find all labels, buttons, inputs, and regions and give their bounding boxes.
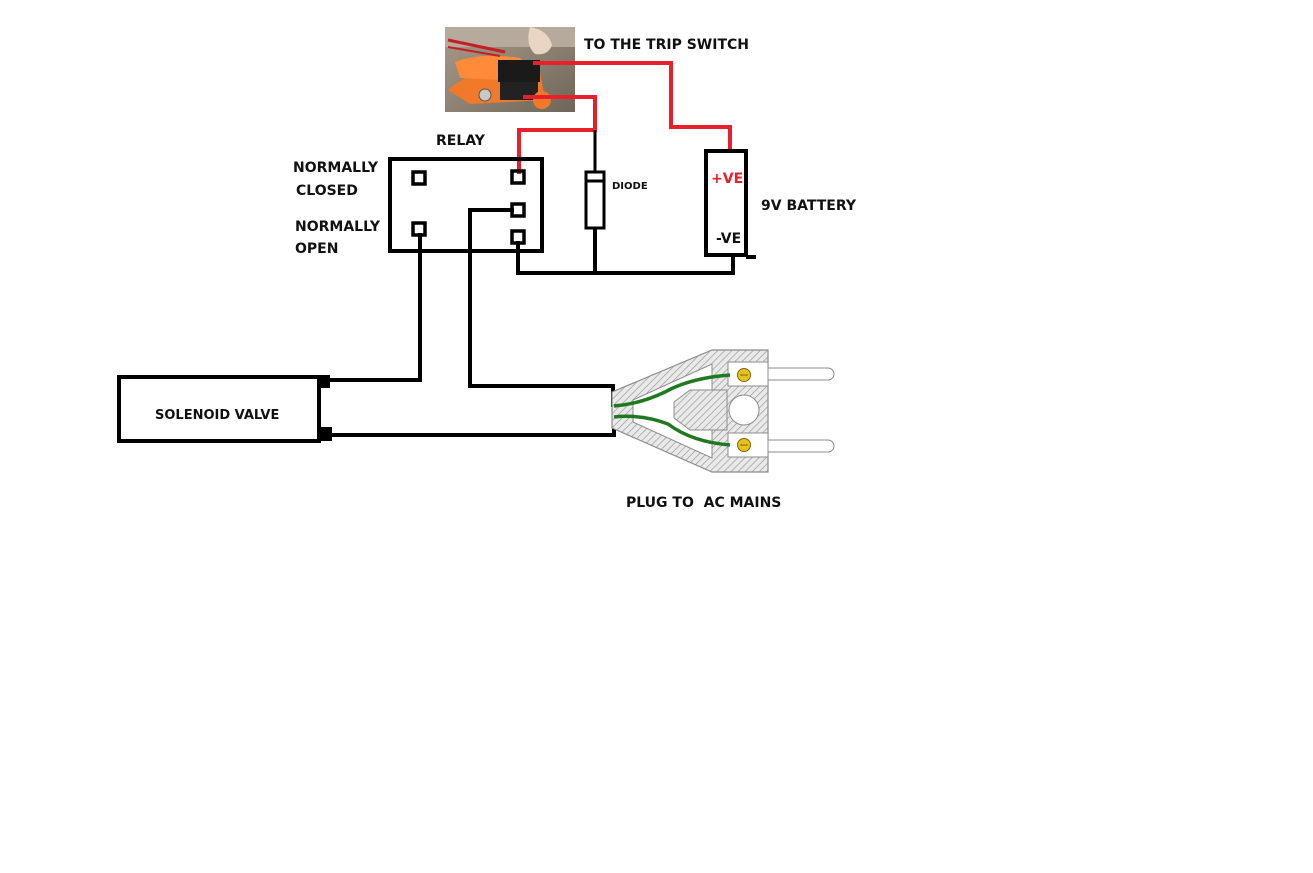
ac-plug-icon bbox=[611, 349, 835, 473]
normally-closed-label-line2: CLOSED bbox=[296, 183, 358, 199]
diode-label: DIODE bbox=[612, 181, 648, 192]
battery-negative-label: -VE bbox=[716, 231, 741, 247]
relay-coil-terminal-1 bbox=[510, 169, 526, 185]
normally-open-label-line2: OPEN bbox=[295, 241, 338, 257]
normally-closed-label-line1: NORMALLY bbox=[293, 160, 379, 176]
solenoid-valve bbox=[117, 375, 332, 443]
battery-label: 9V BATTERY bbox=[761, 198, 857, 214]
plug-label: PLUG TO AC MAINS bbox=[626, 495, 781, 511]
normally-open-label-line1: NORMALLY bbox=[295, 219, 381, 235]
trip-switch-photo-icon bbox=[445, 27, 575, 112]
battery bbox=[704, 149, 756, 259]
battery-positive-label: +VE bbox=[711, 171, 743, 187]
diode bbox=[584, 130, 606, 274]
relay-nc-terminal bbox=[411, 170, 427, 186]
relay-label: RELAY bbox=[436, 133, 486, 149]
trip-switch-label: TO THE TRIP SWITCH bbox=[584, 37, 749, 53]
solenoid-valve-label: SOLENOID VALVE bbox=[155, 408, 279, 423]
